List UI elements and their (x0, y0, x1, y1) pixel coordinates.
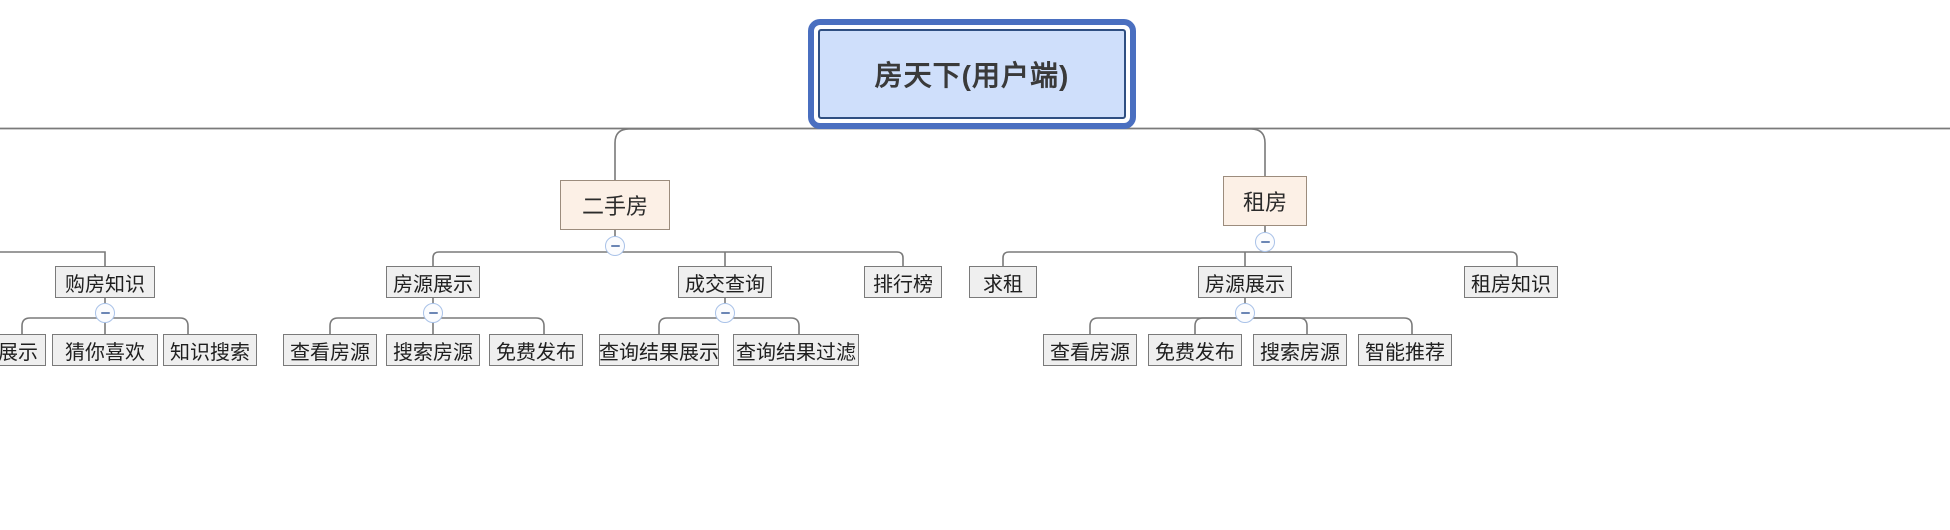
node-leaf-ershoufang-chakanfangyuan[interactable]: 查看房源 (283, 334, 377, 366)
toggle-ershoufang-chengjiaochaxun[interactable] (715, 303, 735, 323)
node-zufang-label: 租房 (1242, 190, 1287, 215)
node-leaf-ershoufang-sousuofangyuan[interactable]: 搜索房源 (386, 334, 480, 366)
node-leaf-chaxunjieguozhanshi[interactable]: 查询结果展示 (599, 334, 719, 366)
toggle-goufangzhishi[interactable] (95, 303, 115, 323)
node-label: 搜索房源 (393, 341, 473, 364)
toggle-zufang-fangyuanzhanshi[interactable] (1235, 303, 1255, 323)
node-label: 免费发布 (496, 341, 576, 364)
node-zufang-qiuzu[interactable]: 求租 (969, 266, 1037, 298)
node-ershoufang-fangyuanzhanshi[interactable]: 房源展示 (386, 266, 480, 298)
node-ershoufang[interactable]: 二手房 (560, 180, 670, 230)
node-label: 免费发布 (1155, 341, 1235, 364)
node-goufangzhishi[interactable]: 购房知识 (55, 266, 155, 298)
node-leaf-ershoufang-mianfeifabu[interactable]: 免费发布 (489, 334, 583, 366)
node-label: 查看房源 (290, 341, 370, 364)
node-leaf-zhanshi-clipped[interactable]: 展示 (0, 334, 46, 366)
node-label: 成交查询 (685, 273, 765, 296)
node-root-label: 房天下(用户端) (874, 60, 1070, 91)
node-ershoufang-chengjiaochaxun[interactable]: 成交查询 (678, 266, 772, 298)
node-root[interactable]: 房天下(用户端) (818, 29, 1126, 119)
node-label: 搜索房源 (1260, 341, 1340, 364)
minus-icon (720, 312, 730, 314)
node-zufang[interactable]: 租房 (1223, 176, 1307, 226)
node-label: 猜你喜欢 (65, 341, 145, 364)
minus-icon (428, 312, 438, 314)
node-leaf-zhishisousuo[interactable]: 知识搜索 (163, 334, 257, 366)
node-ershoufang-label: 二手房 (581, 194, 648, 219)
node-label: 房源展示 (1205, 273, 1285, 296)
minus-icon (1240, 312, 1250, 314)
node-leaf-zufang-zhinengtuijian[interactable]: 智能推荐 (1358, 334, 1452, 366)
node-label: 排行榜 (873, 273, 933, 296)
node-zufang-fangyuanzhanshi[interactable]: 房源展示 (1198, 266, 1292, 298)
node-label: 租房知识 (1471, 273, 1551, 296)
node-zufang-zufangzhishi[interactable]: 租房知识 (1464, 266, 1558, 298)
node-leaf-zufang-chakanfangyuan[interactable]: 查看房源 (1043, 334, 1137, 366)
toggle-zufang[interactable] (1255, 232, 1275, 252)
node-leaf-zufang-sousuofangyuan[interactable]: 搜索房源 (1253, 334, 1347, 366)
node-label: 查询结果展示 (599, 341, 719, 364)
node-label: 知识搜索 (170, 341, 250, 364)
node-label: 查看房源 (1050, 341, 1130, 364)
node-label: 展示 (0, 341, 38, 364)
root-selection-outline (808, 19, 1136, 129)
node-leaf-cainixihuan[interactable]: 猜你喜欢 (52, 334, 158, 366)
minus-icon (1260, 241, 1270, 243)
minus-icon (100, 312, 110, 314)
node-label: 房源展示 (393, 273, 473, 296)
node-goufangzhishi-label: 购房知识 (65, 273, 145, 296)
toggle-ershoufang[interactable] (605, 236, 625, 256)
node-label: 智能推荐 (1365, 341, 1445, 364)
node-label: 查询结果过滤 (736, 341, 856, 364)
node-leaf-chaxunjieguoguolv[interactable]: 查询结果过滤 (733, 334, 859, 366)
minus-icon (610, 245, 620, 247)
toggle-ershoufang-fangyuanzhanshi[interactable] (423, 303, 443, 323)
node-leaf-zufang-mianfeifabu[interactable]: 免费发布 (1148, 334, 1242, 366)
node-ershoufang-paihangbang[interactable]: 排行榜 (864, 266, 942, 298)
node-label: 求租 (983, 273, 1023, 296)
